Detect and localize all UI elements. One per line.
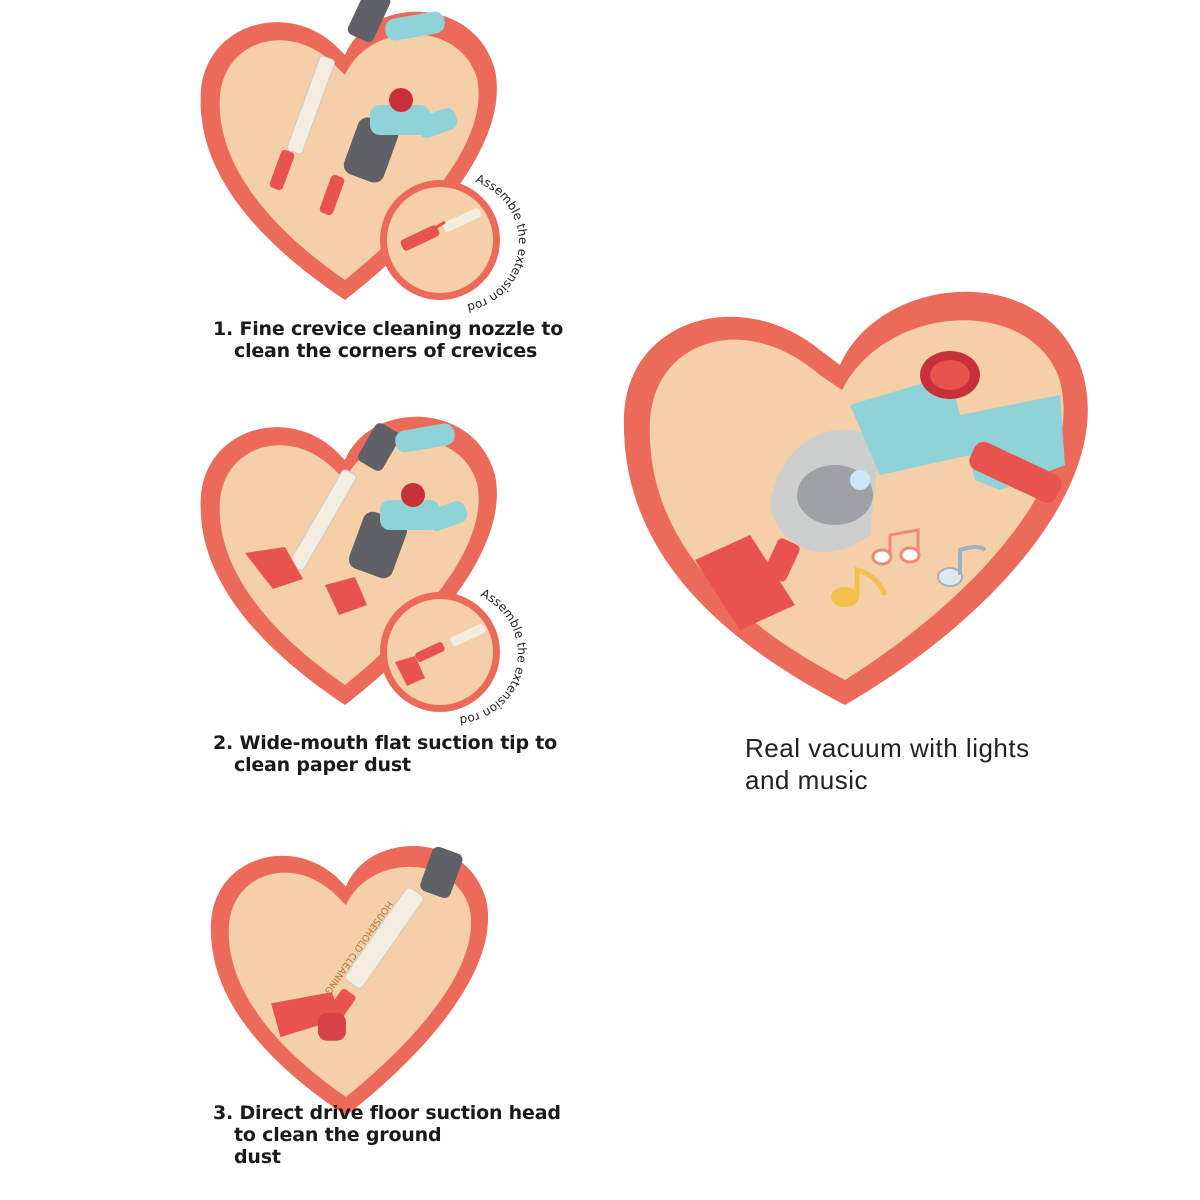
extension-rod-image xyxy=(400,208,482,251)
hero-caption-line-1: Real vacuum with lights xyxy=(745,733,1030,763)
handheld-vacuum-image xyxy=(319,88,458,216)
caption-2-line-2: clean paper dust xyxy=(234,754,411,776)
stick-vacuum-image xyxy=(269,0,445,191)
panel-2-inset: Assemble the extension rod xyxy=(380,586,550,728)
caption-2-line-1: 2. Wide-mouth flat suction tip to xyxy=(213,732,558,754)
caption-3-line-2: to clean the ground xyxy=(234,1124,442,1146)
panel-1-inset: Assemble the extension rod xyxy=(380,172,550,315)
caption-1-line-2: clean the corners of crevices xyxy=(234,340,538,362)
hero-vacuum-image xyxy=(695,351,1065,630)
panel-1-heart xyxy=(195,0,525,310)
music-note-icon xyxy=(937,545,987,587)
handheld-vacuum-image xyxy=(325,483,468,615)
music-note-icon xyxy=(831,566,888,607)
music-notes xyxy=(831,528,987,607)
panel-3-heart: HOUSEHOLD CLEANING xyxy=(205,835,515,1125)
caption-2: 2. Wide-mouth flat suction tip to clean … xyxy=(213,732,557,776)
extension-rod-image xyxy=(395,623,486,686)
hero-heart xyxy=(620,265,1110,710)
caption-1: 1. Fine crevice cleaning nozzle to clean… xyxy=(213,318,563,362)
music-note-icon xyxy=(871,528,921,566)
caption-3-line-3: dust xyxy=(234,1146,281,1168)
caption-3-line-1: 3. Direct drive floor suction head xyxy=(213,1102,561,1124)
caption-1-line-1: 1. Fine crevice cleaning nozzle to xyxy=(213,318,564,340)
hero-caption: Real vacuum with lights and music xyxy=(745,732,1030,796)
stick-vacuum-image xyxy=(245,423,455,589)
hero-caption-line-2: and music xyxy=(745,765,868,795)
caption-3: 3. Direct drive floor suction head to cl… xyxy=(213,1102,561,1168)
